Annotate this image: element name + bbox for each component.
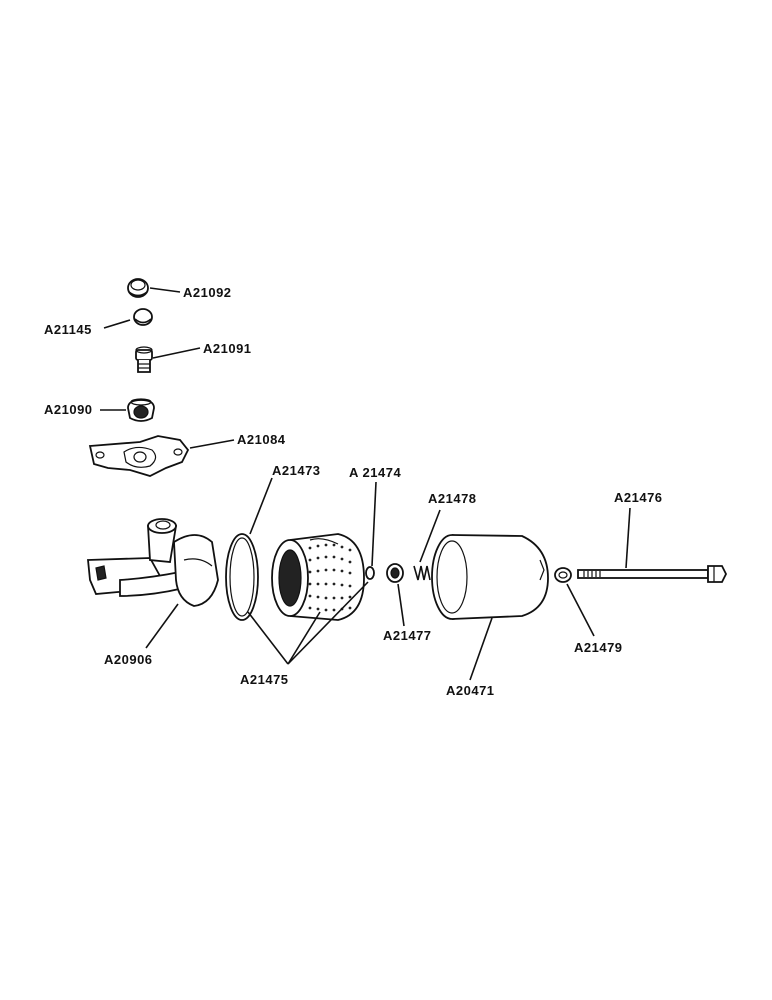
label-a21476: A21476 bbox=[614, 490, 663, 505]
label-a20471: A20471 bbox=[446, 683, 495, 698]
part-a21145-seal bbox=[133, 308, 153, 326]
part-a21479-washer bbox=[554, 567, 572, 583]
leader-lines bbox=[100, 287, 631, 681]
part-a21473-o-ring bbox=[225, 533, 259, 621]
part-a20471-shell bbox=[431, 534, 549, 620]
label-a21477: A21477 bbox=[383, 628, 432, 643]
part-labels: A21092 A21145 A21091 A21090 A21084 A2147… bbox=[44, 285, 663, 698]
label-a21479: A21479 bbox=[574, 640, 623, 655]
label-a21474: A 21474 bbox=[349, 465, 401, 480]
label-a21091: A21091 bbox=[203, 341, 252, 356]
part-a21090-adapter bbox=[127, 398, 155, 422]
part-a21474-seal bbox=[365, 566, 375, 580]
part-a21084-gasket bbox=[88, 435, 190, 477]
part-a21092-cap bbox=[127, 278, 149, 298]
label-a21090: A21090 bbox=[44, 402, 93, 417]
label-a21473: A21473 bbox=[272, 463, 321, 478]
label-a20906: A20906 bbox=[104, 652, 153, 667]
part-a21478-spring bbox=[413, 565, 431, 581]
part-a21477-seat bbox=[386, 563, 404, 583]
part-a20906-base bbox=[87, 518, 219, 607]
label-a21084: A21084 bbox=[237, 432, 286, 447]
label-a21475: A21475 bbox=[240, 672, 289, 687]
part-a21476-bolt bbox=[577, 565, 728, 583]
label-a21478: A21478 bbox=[428, 491, 477, 506]
part-a21475-filter-element bbox=[271, 533, 365, 621]
part-a21091-fitting bbox=[135, 346, 153, 373]
label-a21145: A21145 bbox=[44, 322, 92, 337]
label-a21092: A21092 bbox=[183, 285, 232, 300]
